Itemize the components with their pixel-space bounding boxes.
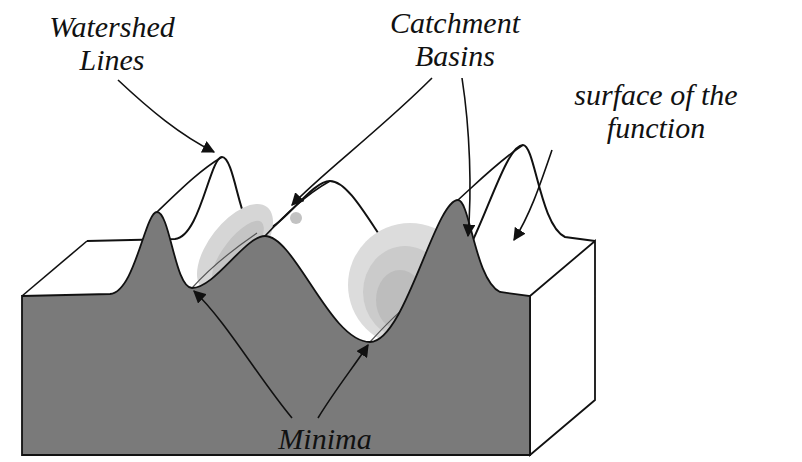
callout-label: Minima: [250, 422, 400, 455]
callout-label: Catchment Basins: [355, 6, 555, 72]
callout-label: surface of the function: [528, 78, 784, 144]
end-face: [530, 241, 595, 455]
leader-lines: [118, 78, 552, 418]
front-section: [22, 200, 530, 455]
callout-label: Watershed Lines: [22, 10, 202, 76]
